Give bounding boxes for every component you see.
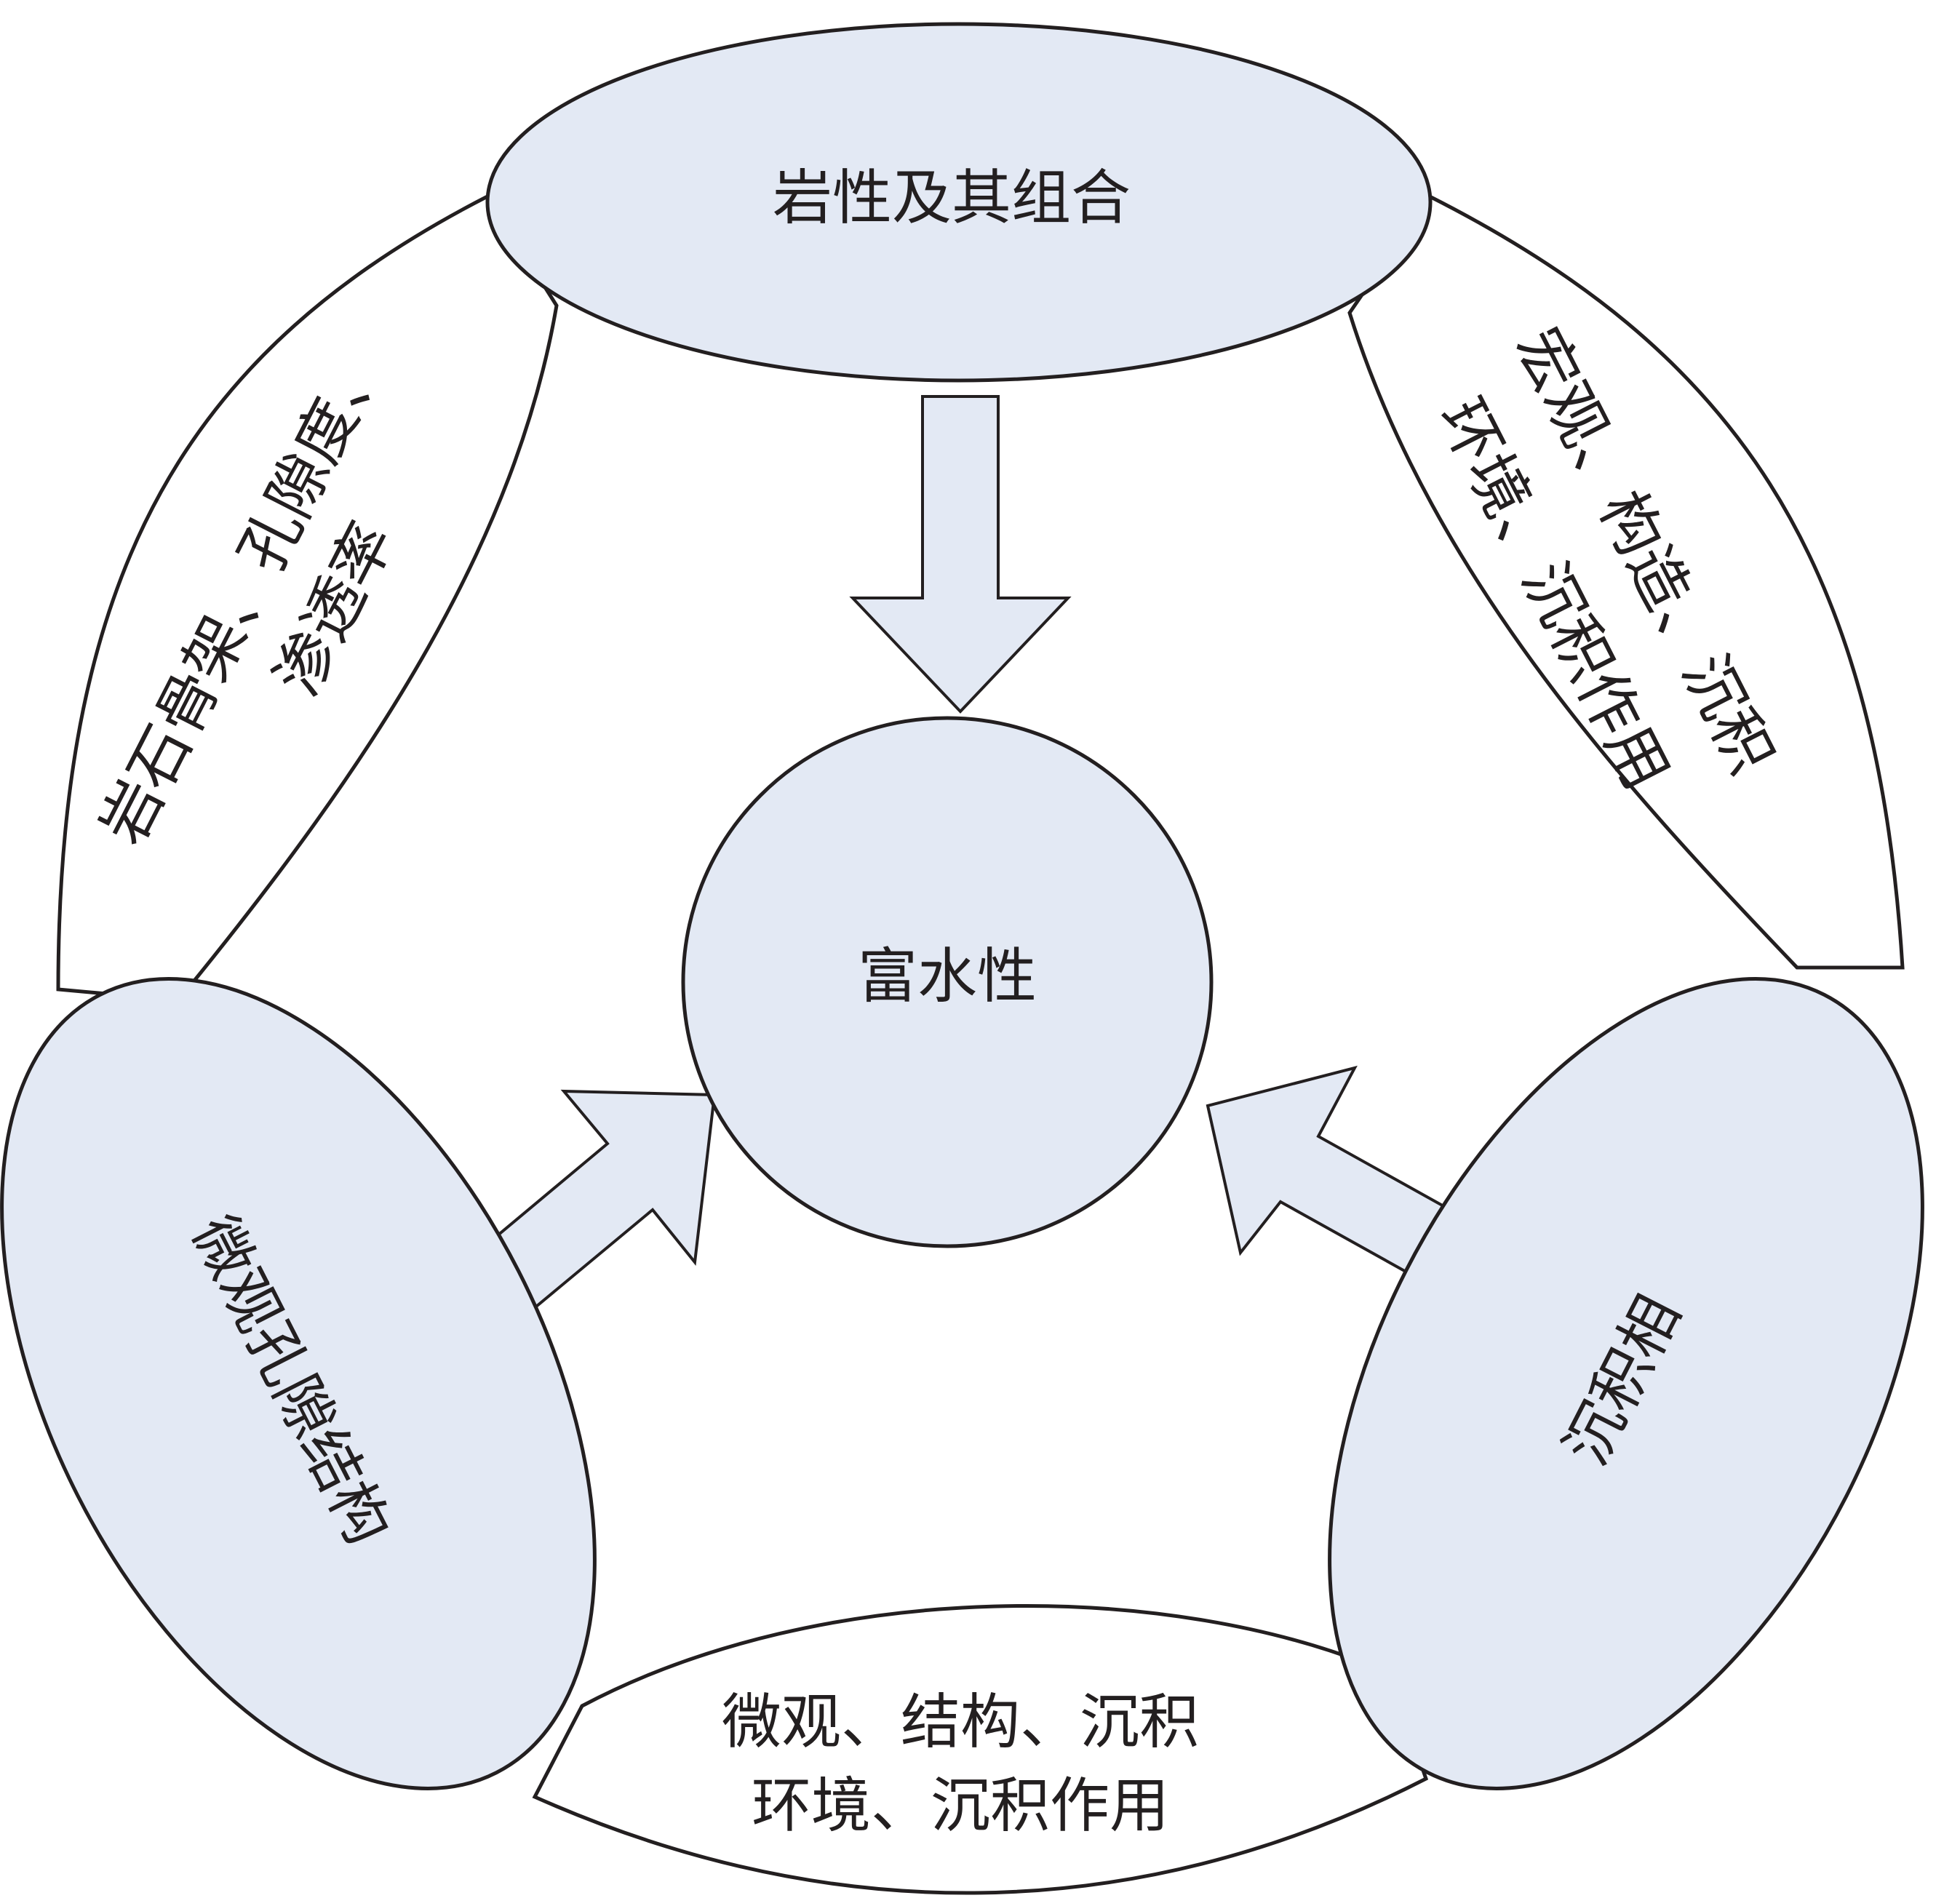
node-water-richness xyxy=(681,716,1214,1248)
link-lens-top-right xyxy=(1347,194,1905,970)
arrow-top-to-center xyxy=(849,395,1072,714)
node-water-richness-label: 富水性 xyxy=(858,942,1037,1011)
link-bottom-line-2: 环境、沉积作用 xyxy=(752,1771,1169,1841)
link-lens-top-left xyxy=(56,194,559,1002)
node-lithology xyxy=(485,22,1433,383)
node-sedimentary-facies xyxy=(1328,977,1924,1790)
link-lens-bottom xyxy=(532,1604,1429,1895)
node-lithology-label: 岩性及其组合 xyxy=(773,164,1131,233)
node-micro-pore-structure xyxy=(0,977,597,1790)
link-bottom-line-1: 微观、结构、沉积 xyxy=(722,1688,1199,1757)
